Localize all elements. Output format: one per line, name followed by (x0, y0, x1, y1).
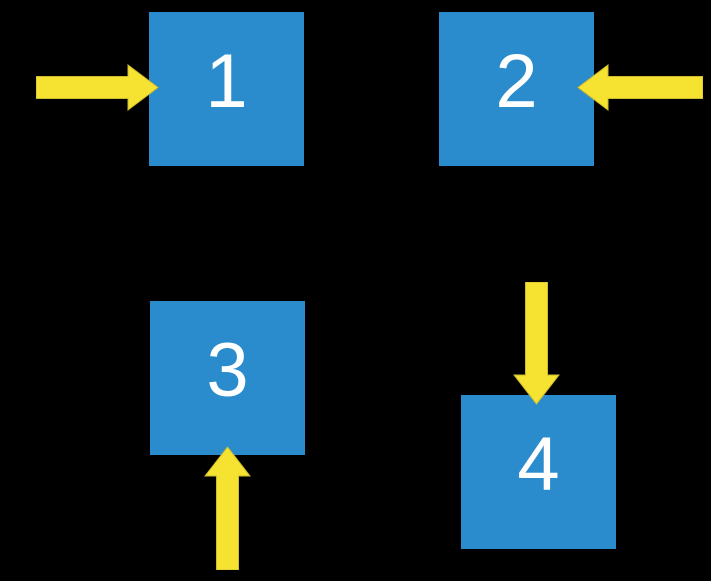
square-2-label: 2 (495, 39, 538, 124)
square-3-label: 3 (206, 328, 249, 413)
square-3: 3 (150, 301, 305, 455)
arrow-down-icon (513, 282, 560, 405)
arrow-right-icon (36, 64, 159, 111)
arrow-left-icon (577, 64, 703, 111)
square-1-label: 1 (205, 39, 248, 124)
square-4: 4 (461, 395, 616, 549)
square-2: 2 (439, 12, 594, 166)
square-4-label: 4 (517, 422, 560, 507)
arrow-up-icon (204, 446, 251, 570)
square-1: 1 (149, 12, 304, 166)
